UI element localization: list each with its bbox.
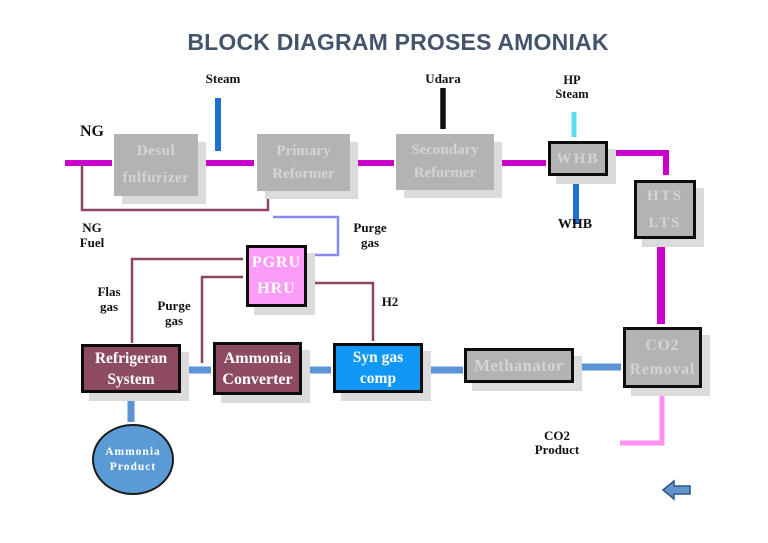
arrow-whb-to-hts bbox=[608, 150, 669, 175]
arrow-h2-to-syngas bbox=[307, 281, 375, 341]
arrow-ng-fuel bbox=[80, 164, 270, 212]
label-whb: WHB bbox=[557, 217, 593, 232]
arrow-flas-gas-to-pgru bbox=[130, 257, 243, 343]
label-udara: Udara bbox=[425, 71, 461, 86]
block-whb: WHB bbox=[548, 141, 608, 176]
back-arrow-icon[interactable] bbox=[661, 479, 691, 501]
label-ng: NG bbox=[80, 123, 104, 140]
label-h2: H2 bbox=[381, 294, 399, 309]
arrow-co2-product-out bbox=[620, 390, 665, 446]
arrow-purge-recycle bbox=[273, 215, 340, 257]
page-title: BLOCK DIAGRAM PROSES AMONIAK bbox=[187, 29, 609, 55]
arrow-purge-gas-to-pgru bbox=[200, 275, 243, 363]
label-steam: Steam bbox=[205, 71, 241, 86]
block-methanator: Methanator bbox=[464, 348, 574, 383]
